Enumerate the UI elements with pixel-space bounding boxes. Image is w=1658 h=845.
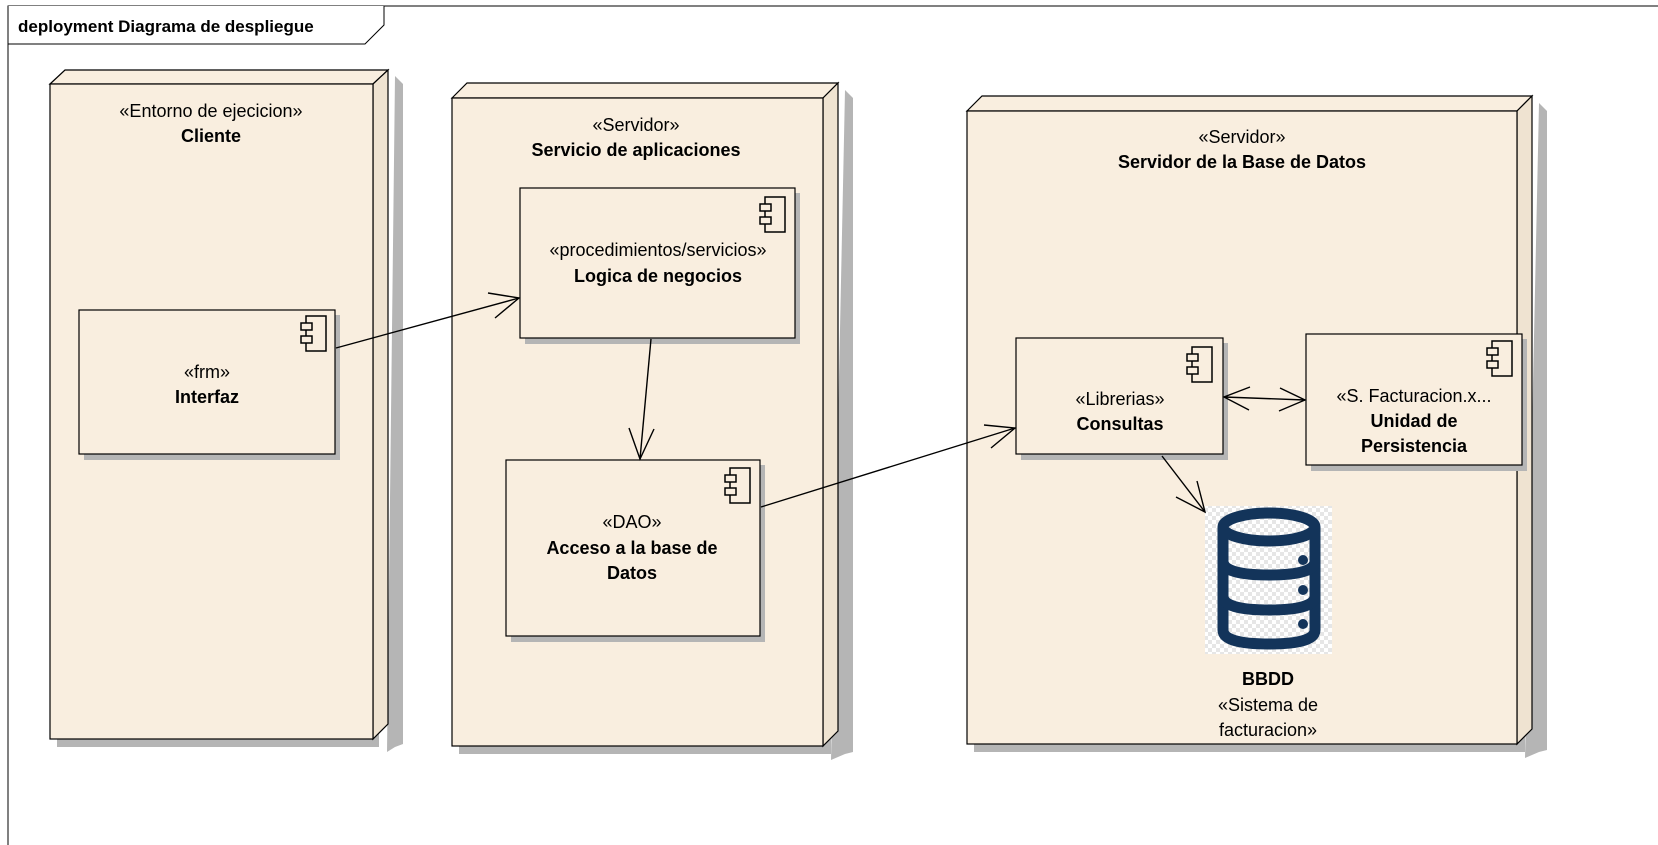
dependency-logica-to-acceso[interactable]: [628, 338, 655, 461]
diagram-frame: deployment Diagrama de despliegue: [7, 5, 1658, 845]
component-name-line1: Acceso a la base de: [546, 538, 717, 558]
component-stereotype: «DAO»: [602, 512, 661, 532]
component-name: Interfaz: [175, 387, 239, 407]
node-stereotype: «Servidor»: [592, 115, 679, 135]
node-servicio-aplicaciones[interactable]: «Servidor» Servicio de aplicaciones: [450, 81, 853, 760]
component-name: Consultas: [1076, 414, 1163, 434]
component-stereotype: «Librerias»: [1075, 389, 1164, 409]
database-name: BBDD: [1242, 669, 1294, 689]
node-name: Cliente: [181, 126, 241, 146]
component-consultas[interactable]: «Librerias» Consultas: [1015, 337, 1228, 460]
component-name: Logica de negocios: [574, 266, 742, 286]
component-stereotype: «frm»: [184, 362, 230, 382]
database-stereotype-line1: «Sistema de: [1218, 695, 1318, 715]
dependency-consultas-to-bbdd[interactable]: [1161, 455, 1207, 514]
component-name-line2: Persistencia: [1361, 436, 1468, 456]
component-icon: [724, 467, 751, 504]
database-stereotype-line2: facturacion»: [1219, 720, 1317, 740]
component-icon: [759, 196, 786, 233]
database-icon: [1217, 507, 1321, 650]
component-name-line2: Datos: [607, 563, 657, 583]
frame-title: deployment Diagrama de despliegue: [18, 17, 314, 36]
component-icon: [300, 315, 327, 352]
node-name: Servicio de aplicaciones: [531, 140, 740, 160]
node-stereotype: «Entorno de ejecicion»: [119, 101, 302, 121]
component-stereotype: «procedimientos/servicios»: [549, 240, 766, 260]
component-logica-negocios[interactable]: «procedimientos/servicios» Logica de neg…: [519, 187, 800, 344]
component-stereotype: «S. Facturacion.x...: [1336, 386, 1491, 406]
component-icon: [1186, 346, 1213, 383]
component-name-line1: Unidad de: [1370, 411, 1457, 431]
database-bbdd[interactable]: BBDD «Sistema de facturacion»: [1205, 506, 1332, 740]
database-indicator-dots: [1298, 555, 1308, 629]
node-stereotype: «Servidor»: [1198, 127, 1285, 147]
component-acceso-base-datos[interactable]: «DAO» Acceso a la base de Datos: [505, 459, 765, 642]
dependency-acceso-to-consultas[interactable]: [760, 424, 1017, 508]
node-name: Servidor de la Base de Datos: [1118, 152, 1366, 172]
association-consultas-unidad[interactable]: [1222, 386, 1307, 412]
dependency-interfaz-to-logica[interactable]: [335, 292, 521, 349]
component-unidad-persistencia[interactable]: «S. Facturacion.x... Unidad de Persisten…: [1305, 333, 1527, 471]
component-interfaz[interactable]: «frm» Interfaz: [78, 309, 340, 460]
component-icon: [1486, 340, 1513, 377]
